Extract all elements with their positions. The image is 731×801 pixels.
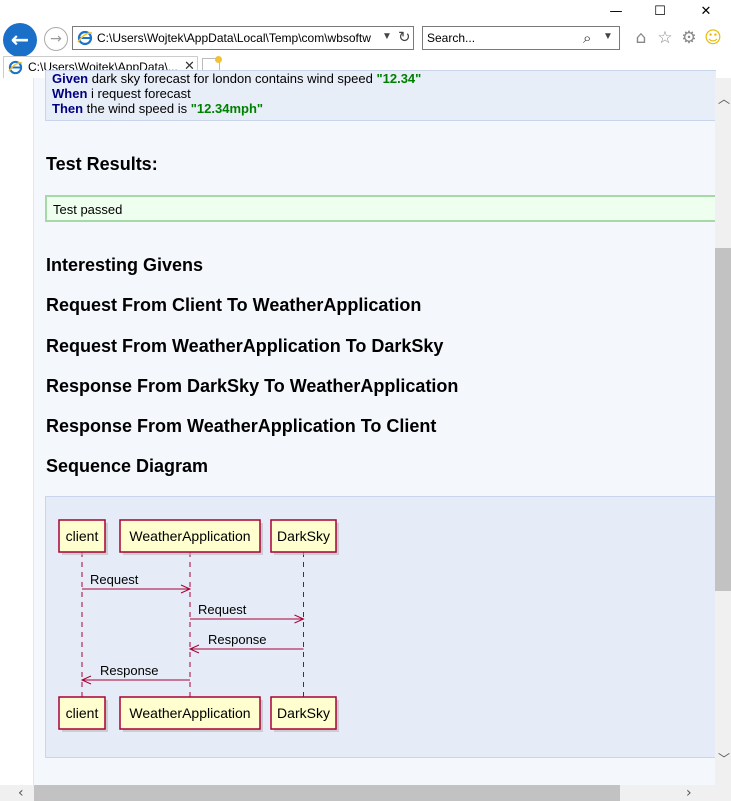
message-arrowhead-2 <box>294 614 305 624</box>
star-icon[interactable]: ☆ <box>657 28 673 48</box>
section-interesting-givens[interactable]: Interesting Givens <box>46 255 204 275</box>
participant-box-bottom-client <box>58 696 106 730</box>
content-viewport: Given dark sky forecast for london conta… <box>0 70 716 785</box>
horizontal-scrollbar[interactable]: ‹ › <box>0 785 715 801</box>
navigation-bar: ← → C:\Users\Wojtek\AppData\Local\Temp\c… <box>0 22 731 57</box>
participant-label-weatherapplication: WeatherApplication <box>129 528 250 544</box>
ie-icon <box>8 60 23 75</box>
address-dropdown-icon[interactable]: ▼ <box>382 31 392 42</box>
address-bar[interactable]: C:\Users\Wojtek\AppData\Local\Temp\com\w… <box>72 26 414 50</box>
participant-label-client: client <box>66 705 99 721</box>
search-dropdown-icon[interactable]: ▼ <box>603 31 613 42</box>
horizontal-scroll-thumb[interactable] <box>34 785 620 801</box>
scenario-box: Given dark sky forecast for london conta… <box>45 70 716 121</box>
scroll-left-icon[interactable]: ‹ <box>18 785 24 801</box>
participant-box-top-darksky <box>270 519 337 553</box>
section-response-darksky-to-app[interactable]: Response From DarkSky To WeatherApplicat… <box>46 376 459 396</box>
scroll-down-icon[interactable]: ﹀ <box>718 752 731 766</box>
message-arrowhead-3 <box>188 644 200 654</box>
scenario-when: When i request forecast <box>52 86 191 101</box>
participant-label-weatherapplication: WeatherApplication <box>129 705 250 721</box>
report-page: Given dark sky forecast for london conta… <box>33 70 716 785</box>
participant-label-darksky: DarkSky <box>277 705 330 721</box>
message-label-4: Response <box>100 663 159 678</box>
test-results-heading: Test Results: <box>46 154 158 174</box>
section-response-app-to-client[interactable]: Response From WeatherApplication To Clie… <box>46 416 437 436</box>
search-input[interactable] <box>427 30 577 46</box>
back-icon: ← <box>10 27 30 53</box>
participant-box-top-weatherapplication <box>119 519 261 553</box>
gear-icon[interactable]: ⚙ <box>681 28 697 48</box>
message-arrowhead-1 <box>180 584 192 594</box>
minimize-button[interactable]: — <box>609 3 623 19</box>
smiley-icon[interactable]: ☺ <box>704 28 722 48</box>
message-label-3: Response <box>208 632 267 647</box>
participant-label-darksky: DarkSky <box>277 528 330 544</box>
scrollbar-corner <box>715 785 731 801</box>
scenario-given: Given dark sky forecast for london conta… <box>52 71 422 86</box>
message-arrowhead-4 <box>80 675 92 685</box>
search-box[interactable]: ⌕ ▼ <box>422 26 620 50</box>
scenario-then: Then the wind speed is "12.34mph" <box>52 101 264 116</box>
participant-box-top-client <box>58 519 106 553</box>
participant-label-client: client <box>66 528 99 544</box>
scroll-right-icon[interactable]: › <box>686 785 692 801</box>
scroll-up-icon[interactable]: ︿ <box>718 92 731 106</box>
ie-icon <box>77 30 93 46</box>
refresh-icon[interactable]: ↻ <box>398 28 411 46</box>
section-sequence-diagram[interactable]: Sequence Diagram <box>46 456 209 476</box>
message-label-2: Request <box>198 602 247 617</box>
maximize-button[interactable]: ☐ <box>654 3 666 19</box>
search-icon[interactable]: ⌕ <box>583 29 592 47</box>
section-request-app-to-darksky[interactable]: Request From WeatherApplication To DarkS… <box>46 336 444 356</box>
title-bar: — ☐ ✕ <box>0 0 731 22</box>
message-label-1: Request <box>90 572 139 587</box>
back-button[interactable]: ← <box>3 23 37 57</box>
vertical-scrollbar[interactable]: ︿ ﹀ <box>715 78 731 785</box>
section-request-client-to-app[interactable]: Request From Client To WeatherApplicatio… <box>46 295 422 315</box>
forward-icon: → <box>50 31 62 47</box>
home-icon[interactable]: ⌂ <box>635 28 647 48</box>
participant-box-bottom-weatherapplication <box>119 696 261 730</box>
close-window-button[interactable]: ✕ <box>700 3 712 19</box>
test-passed-box: Test passed <box>45 195 716 222</box>
participant-box-bottom-darksky <box>270 696 337 730</box>
address-text[interactable]: C:\Users\Wojtek\AppData\Local\Temp\com\w… <box>97 31 371 45</box>
vertical-scroll-thumb[interactable] <box>715 248 731 591</box>
tab-close-icon[interactable]: ✕ <box>184 59 195 74</box>
forward-button[interactable]: → <box>44 27 68 51</box>
